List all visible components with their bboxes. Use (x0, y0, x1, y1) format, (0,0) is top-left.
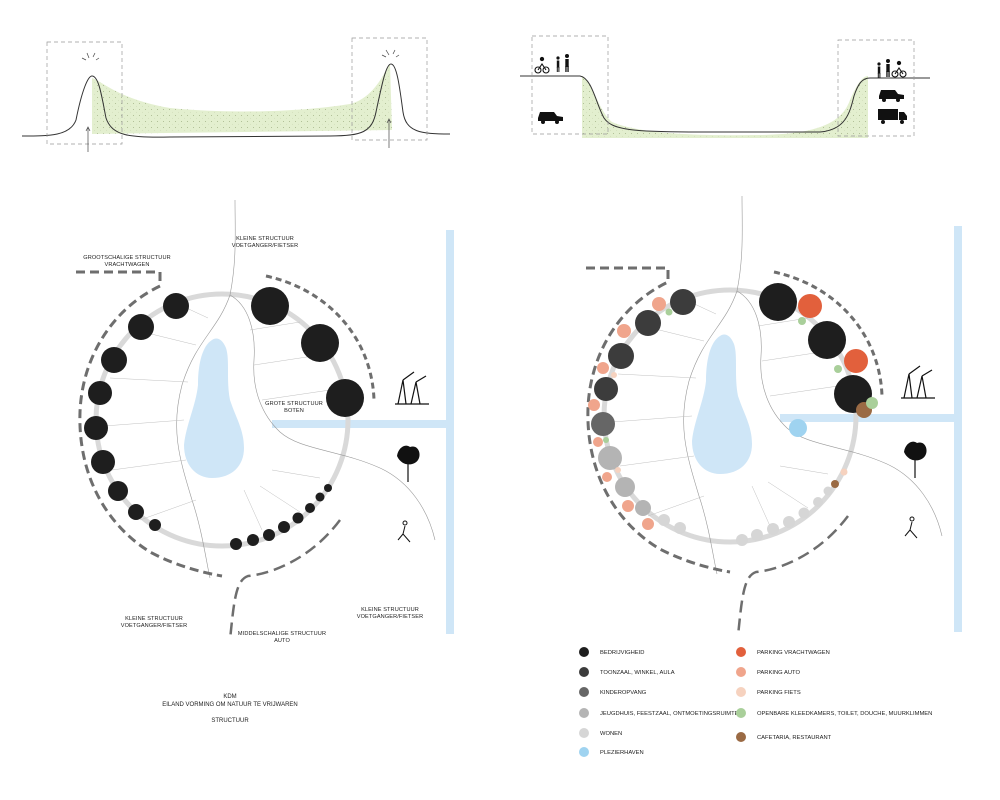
legend-item: KINDEROPVANG (579, 687, 647, 697)
truck-icon (878, 109, 907, 124)
pedestrian-icon (877, 59, 890, 78)
tree-icon (904, 441, 927, 478)
label-grote-2: BOTEN (284, 408, 304, 414)
cyclist-icon (891, 60, 907, 78)
legend-label: OPENBARE KLEEDKAMERS, TOILET, DOUCHE, MU… (757, 711, 932, 717)
legend-item: TOONZAAL, WINKEL, AULA (579, 667, 675, 677)
legend-item: JEUGDHUIS, FEESTZAAL, ONTMOETINGSRUIMTE (579, 708, 739, 718)
caption-line-3: STRUCTUUR (211, 718, 249, 724)
legend-swatch (579, 747, 589, 757)
label-grote-1: GROTE STRUCTUUR (265, 401, 323, 407)
legend-swatch (579, 687, 589, 697)
tree-icon (397, 445, 420, 482)
plan-left (76, 199, 454, 641)
legend-swatch (736, 667, 746, 677)
label-grootschalig-2: VRACHTWAGEN (104, 262, 149, 268)
pond (692, 334, 752, 474)
cyclist-icon (534, 56, 550, 74)
sun-icon (81, 52, 100, 61)
legend-item: PARKING VRACHTWAGEN (736, 647, 830, 657)
label-middel-1: MIDDELSCHALIGE STRUCTUUR (238, 631, 326, 637)
label-kleine-br-2: VOETGANGER/FIETSER (357, 614, 423, 620)
legend-item: PLEZIERHAVEN (579, 747, 644, 757)
legend-item: WONEN (579, 728, 622, 738)
legend-item: PARKING AUTO (736, 667, 800, 677)
legend-item: PARKING FIETS (736, 687, 801, 697)
legend-swatch (736, 732, 746, 742)
car-icon (538, 112, 563, 124)
caption-line-2: EILAND VORMING OM NATUUR TE VRIJWAREN (162, 702, 298, 708)
legend-right: PARKING VRACHTWAGEN PARKING AUTO PARKING… (736, 647, 932, 742)
legend-label: CAFETARIA, RESTAURANT (757, 735, 832, 741)
plan-right (586, 195, 962, 637)
legend-label: TOONZAAL, WINKEL, AULA (600, 670, 675, 676)
label-kleine-br-1: KLEINE STRUCTUUR (361, 607, 419, 613)
legend-item: OPENBARE KLEEDKAMERS, TOILET, DOUCHE, MU… (736, 708, 932, 718)
legend-item: CAFETARIA, RESTAURANT (736, 732, 832, 742)
label-kleine-top-2: VOETGANGER/FIETSER (232, 243, 298, 249)
caption-line-1: KDM (223, 694, 236, 700)
label-middel-2: AUTO (274, 638, 290, 644)
label-grootschalig-1: GROOTSCHALIGE STRUCTUUR (83, 255, 170, 261)
legend-swatch (579, 647, 589, 657)
arrow-up-icon (85, 118, 392, 152)
crane-icon (901, 365, 935, 399)
car-icon (879, 90, 904, 102)
legend-label: PARKING FIETS (757, 690, 801, 696)
legend-item: BEDRIJVIGHEID (579, 647, 644, 657)
pedestrian-icon (556, 54, 569, 72)
legend-label: PARKING AUTO (757, 670, 800, 676)
legend-label: PLEZIERHAVEN (600, 750, 644, 756)
legend-label: KINDEROPVANG (600, 690, 647, 696)
figure-icon (904, 516, 918, 539)
legend-swatch (736, 687, 746, 697)
legend-label: BEDRIJVIGHEID (600, 650, 644, 656)
legend-label: WONEN (600, 731, 622, 737)
crane-icon (395, 371, 429, 405)
section-right (520, 35, 930, 138)
label-kleine-bl-1: KLEINE STRUCTUUR (125, 616, 183, 622)
left-plan-labels: GROOTSCHALIGE STRUCTUUR VRACHTWAGEN KLEI… (83, 236, 423, 724)
pond (184, 338, 244, 478)
bedrijvigheid-circles (84, 287, 364, 550)
label-kleine-bl-2: VOETGANGER/FIETSER (121, 623, 187, 629)
legend-swatch (579, 728, 589, 738)
figure-icon (397, 520, 411, 543)
legend-left: BEDRIJVIGHEID TOONZAAL, WINKEL, AULA KIN… (579, 647, 739, 757)
section-left (21, 37, 451, 152)
legend-swatch (579, 708, 589, 718)
legend-swatch (736, 647, 746, 657)
sun-icon (381, 49, 400, 58)
legend-swatch (579, 667, 589, 677)
legend-swatch (736, 708, 746, 718)
legend-label: JEUGDHUIS, FEESTZAAL, ONTMOETINGSRUIMTE (600, 711, 739, 717)
legend-label: PARKING VRACHTWAGEN (757, 650, 830, 656)
program-circles (588, 283, 878, 546)
legend: BEDRIJVIGHEID TOONZAAL, WINKEL, AULA KIN… (579, 647, 932, 757)
label-kleine-top-1: KLEINE STRUCTUUR (236, 236, 294, 242)
